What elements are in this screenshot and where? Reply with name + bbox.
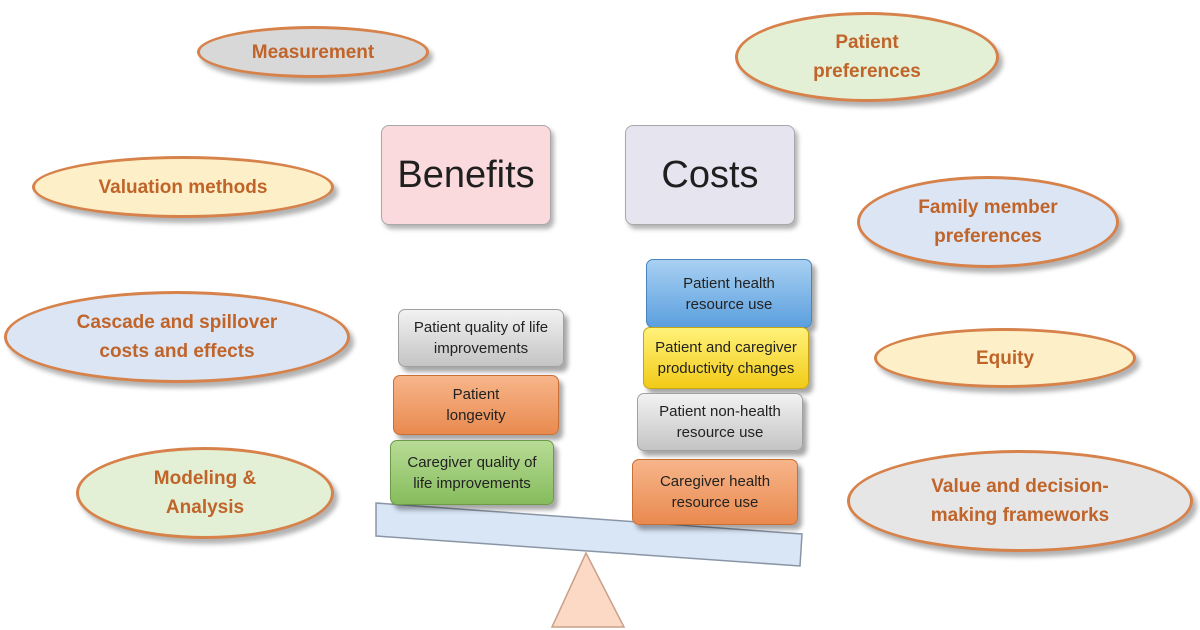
benefit-block-patient-longevity-line1: Patient <box>452 386 500 403</box>
cost-block-productivity-changes: Patient and caregiver productivity chang… <box>643 327 809 389</box>
benefit-block-caregiver-qol-line1: Caregiver quality of <box>407 453 537 471</box>
cost-block-productivity-changes-line2: productivity changes <box>657 360 795 377</box>
cost-block-patient-non-health-resource-line2: resource use <box>676 424 764 441</box>
cost-block-caregiver-health-resource-line2: resource use <box>671 494 759 511</box>
oval-equity-label: Equity <box>975 347 1035 369</box>
benefit-block-caregiver-qol: Caregiver quality of life improvements <box>390 440 554 505</box>
oval-cascade-spillover-line2: costs and effects <box>99 341 255 362</box>
oval-family-member-preferences-line2: preferences <box>934 226 1042 247</box>
oval-valuation-methods: Valuation methods <box>32 156 334 218</box>
oval-patient-preferences: Patient preferences <box>735 12 999 102</box>
cost-block-patient-non-health-resource: Patient non-health resource use <box>637 393 803 451</box>
oval-patient-preferences-line2: preferences <box>813 61 921 82</box>
scale-fulcrum <box>550 551 626 628</box>
oval-family-member-preferences: Family member preferences <box>857 176 1119 268</box>
oval-cascade-spillover: Cascade and spillover costs and effects <box>4 291 350 383</box>
benefit-block-patient-longevity-line2: longevity <box>446 407 506 424</box>
cost-block-productivity-changes-line1: Patient and caregiver <box>655 339 797 356</box>
oval-modeling-analysis: Modeling & Analysis <box>76 447 334 539</box>
oval-measurement: Measurement <box>197 26 429 78</box>
oval-modeling-analysis-line1: Modeling & <box>153 468 257 489</box>
costs-title-box: Costs <box>625 125 795 225</box>
cost-block-patient-health-resource: Patient health resource use <box>646 259 812 328</box>
cost-block-patient-health-resource-line2: resource use <box>685 295 773 313</box>
oval-patient-preferences-line1: Patient <box>835 32 899 53</box>
cost-block-patient-health-resource-line1: Patient health <box>683 274 775 292</box>
oval-valuation-methods-label: Valuation methods <box>98 176 268 198</box>
cost-block-caregiver-health-resource-line1: Caregiver health <box>659 473 771 490</box>
benefits-title: Benefits <box>397 153 535 196</box>
benefit-block-patient-longevity: Patient longevity <box>393 375 559 435</box>
oval-equity: Equity <box>874 328 1136 388</box>
oval-value-frameworks: Value and decision- making frameworks <box>847 450 1193 552</box>
benefit-block-patient-qol-line1: Patient quality of life <box>413 319 549 336</box>
oval-measurement-label: Measurement <box>251 41 375 63</box>
oval-cascade-spillover-line1: Cascade and spillover <box>76 312 278 333</box>
cost-block-caregiver-health-resource: Caregiver health resource use <box>632 459 798 525</box>
benefit-block-patient-qol: Patient quality of life improvements <box>398 309 564 367</box>
benefit-block-caregiver-qol-line2: life improvements <box>413 474 531 492</box>
benefit-block-patient-qol-line2: improvements <box>433 340 529 357</box>
oval-family-member-preferences-line1: Family member <box>918 197 1058 218</box>
oval-modeling-analysis-line2: Analysis <box>165 497 245 518</box>
cost-block-patient-non-health-resource-line1: Patient non-health <box>659 403 781 420</box>
oval-value-frameworks-line2: making frameworks <box>930 505 1110 526</box>
oval-value-frameworks-line1: Value and decision- <box>931 476 1109 497</box>
costs-title: Costs <box>661 153 759 196</box>
benefits-title-box: Benefits <box>381 125 551 225</box>
